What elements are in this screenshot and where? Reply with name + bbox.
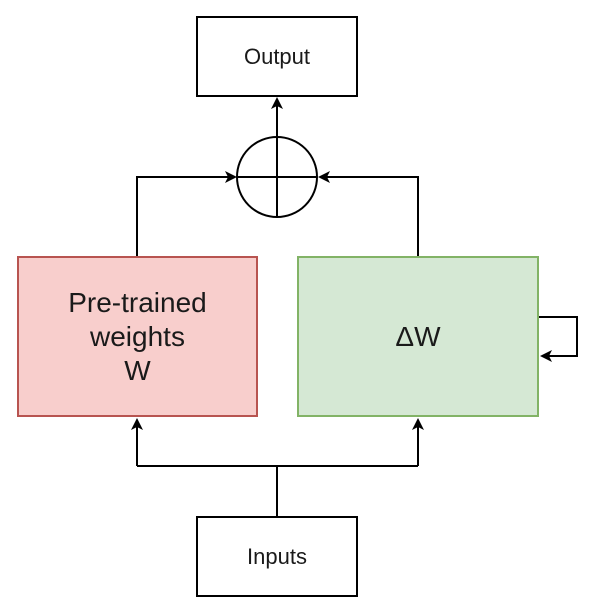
circle-plus-icon	[236, 136, 318, 218]
output-node: Output	[196, 16, 358, 97]
edge-delta-to-sum	[318, 171, 419, 256]
pretrained-label: Pre-trained weights W	[68, 286, 207, 388]
pretrained-label-line2: weights	[90, 320, 185, 352]
pretrained-label-line1: Pre-trained	[68, 286, 207, 318]
delta-w-label: ΔW	[395, 320, 441, 352]
delta-w-node: ΔW	[297, 256, 539, 417]
inputs-node: Inputs	[196, 516, 358, 597]
edge-pretrained-to-sum	[136, 171, 237, 256]
inputs-label: Inputs	[247, 543, 307, 569]
output-label: Output	[243, 43, 311, 69]
pretrained-weights-node: Pre-trained weights W	[17, 256, 258, 417]
pretrained-label-line3: W	[124, 354, 151, 386]
edge-delta-self-loop	[539, 316, 578, 362]
